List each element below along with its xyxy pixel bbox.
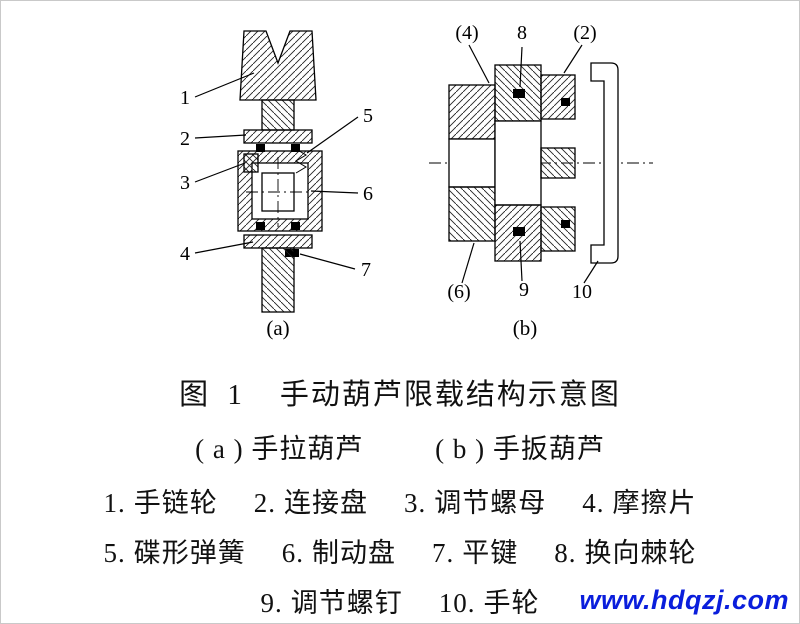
legend-number: 5. <box>103 538 126 568</box>
upper-shaft-section <box>261 99 295 131</box>
friction-pad-top-right <box>291 144 300 152</box>
legend-name: 调节螺钉 <box>290 588 403 618</box>
adjusting-screw-section <box>513 227 525 236</box>
friction-pad-bottom-right <box>291 222 300 230</box>
callout-3: 3 <box>180 172 190 194</box>
callout-4: 4 <box>180 243 190 265</box>
legend-number: 3. <box>404 488 427 518</box>
leader-b9 <box>519 240 523 282</box>
legend-number: 10. <box>438 588 476 618</box>
legend-name: 调节螺母 <box>434 488 547 518</box>
legend-number: 2. <box>253 488 276 518</box>
leader-4 <box>194 241 254 254</box>
hub-upper-section <box>448 84 496 140</box>
wheel-bolt-upper <box>561 98 570 106</box>
legend-item-6: 6. 制动盘 <box>282 531 396 570</box>
leader-b10 <box>583 260 599 284</box>
legend-item-8: 8.换向棘轮 <box>554 531 696 570</box>
leader-b8 <box>519 46 523 88</box>
figure-caption: 图 1 手动葫芦限载结构示意图 <box>1 371 799 413</box>
legend-name: 制动盘 <box>312 538 396 568</box>
subfigure-b-caption: ( b ) 手扳葫芦 <box>435 434 605 464</box>
watermark-url: www.hdqzj.com <box>579 585 789 615</box>
legend-row-2: 5.碟形弹簧 6. 制动盘 7.平键 8.换向棘轮 <box>1 531 799 570</box>
callout-2: 2 <box>180 128 190 150</box>
leader-2 <box>194 134 247 139</box>
legend-number: 9. <box>260 588 283 618</box>
friction-pad-top-left <box>256 144 265 152</box>
diagram-a-label: (a) <box>266 316 289 340</box>
connection-disc-section <box>243 129 313 144</box>
legend-name: 换向棘轮 <box>584 538 697 568</box>
legend-item-3: 3.调节螺母 <box>404 481 546 520</box>
adjusting-nut-section <box>243 153 259 173</box>
wheel-web-lower <box>540 206 576 252</box>
callout-b6: (6) <box>447 281 470 303</box>
legend-item-1: 1.手链轮 <box>104 481 218 520</box>
legend-item-7: 7.平键 <box>432 531 518 570</box>
chain-wheel-section <box>239 30 317 101</box>
callout-b10: 10 <box>572 281 592 303</box>
friction-pad-bottom-left <box>256 222 265 230</box>
leader-5 <box>306 116 359 154</box>
legend-item-5: 5.碟形弹簧 <box>104 531 246 570</box>
callout-b4: (4) <box>455 22 478 44</box>
wheel-web-upper <box>540 74 576 120</box>
subfigure-captions: ( a ) 手拉葫芦 ( b ) 手扳葫芦 <box>1 427 799 466</box>
wheel-bolt-lower <box>561 220 570 228</box>
callout-6: 6 <box>363 183 373 205</box>
handwheel-rim <box>590 62 619 264</box>
legend-item-9: 9.调节螺钉 <box>261 581 403 620</box>
legend-row-3: 9.调节螺钉 10.手轮 <box>1 581 799 620</box>
callout-b9: 9 <box>519 279 529 301</box>
legend-number: 1. <box>103 488 126 518</box>
legend-name: 摩擦片 <box>612 488 697 518</box>
leader-3 <box>194 162 246 183</box>
callout-b2: (2) <box>573 22 596 44</box>
legend-number: 7. <box>432 538 455 568</box>
leader-1 <box>194 72 255 98</box>
callout-1: 1 <box>180 87 190 109</box>
legend-name: 连接盘 <box>284 488 368 518</box>
legend-name: 手轮 <box>483 588 540 618</box>
legend-name: 平键 <box>462 538 519 568</box>
leader-7 <box>299 253 356 270</box>
leader-b2 <box>563 44 583 74</box>
diagram-b: (4) 8 (2) (6) 9 10 (b) <box>429 22 653 340</box>
ratchet-bolt <box>513 89 525 98</box>
callout-7: 7 <box>361 259 371 281</box>
brake-disc-section <box>243 234 313 249</box>
legend-number: 8. <box>554 538 577 568</box>
hub-bore <box>448 138 496 188</box>
disc-spring-section <box>295 148 307 174</box>
figure-title: 手动葫芦限载结构示意图 <box>279 379 621 411</box>
callout-5: 5 <box>363 105 373 127</box>
lower-shaft-section <box>261 247 295 313</box>
callout-b8: 8 <box>517 22 527 44</box>
ratchet-middle <box>494 120 542 206</box>
legend-item-4: 4.摩擦片 <box>582 481 696 520</box>
leader-6 <box>310 190 359 194</box>
legend-number: 6. <box>281 538 304 568</box>
legend-item-10: 10.手轮 <box>439 581 540 620</box>
legend-number: 4. <box>582 488 605 518</box>
technical-drawing: 1 2 3 4 5 6 7 (a) <box>180 22 653 340</box>
leader-b6 <box>461 242 475 284</box>
legend-item-2: 2. 连接盘 <box>254 481 368 520</box>
diagram-b-label: (b) <box>513 316 538 340</box>
leader-b4 <box>468 44 490 84</box>
legend-row-1: 1.手链轮 2. 连接盘 3.调节螺母 4.摩擦片 <box>1 481 799 520</box>
hub-lower-section <box>448 186 496 242</box>
diagram-a: 1 2 3 4 5 6 7 (a) <box>180 30 373 340</box>
figure-number: 图 1 <box>179 379 248 411</box>
wheel-hub-section <box>540 147 576 179</box>
legend-name: 碟形弹簧 <box>133 538 246 568</box>
subfigure-a-caption: ( a ) 手拉葫芦 <box>195 434 364 464</box>
legend-name: 手链轮 <box>133 488 218 518</box>
